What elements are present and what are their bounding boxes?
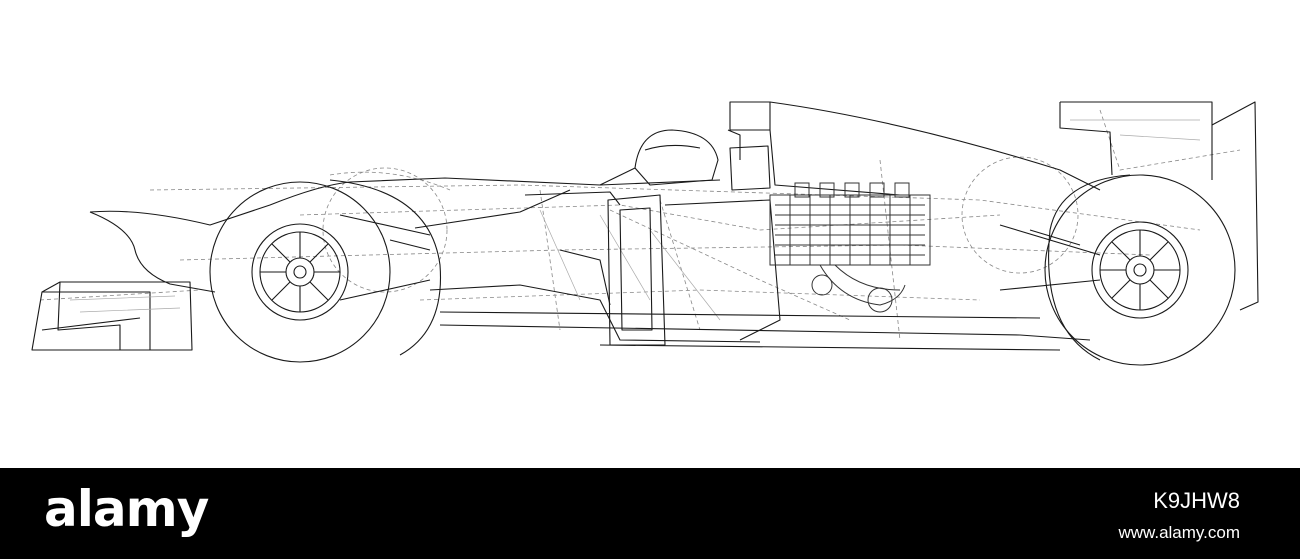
engine-cover bbox=[727, 101, 1101, 196]
hidden-structure-lines bbox=[39, 109, 1241, 341]
cockpit-and-driver bbox=[599, 129, 771, 191]
rear-wheel bbox=[1044, 174, 1236, 366]
floor bbox=[439, 311, 1061, 351]
watermark-brand-logo: alamy bbox=[44, 480, 209, 538]
suspension bbox=[339, 214, 1101, 301]
watermark-url: www.alamy.com bbox=[1118, 523, 1240, 542]
front-wing bbox=[31, 281, 193, 351]
rear-wing bbox=[1059, 101, 1259, 311]
watermark-image-id: K9JHW8 bbox=[1153, 488, 1240, 513]
front-wheel bbox=[209, 179, 442, 363]
wireframe-race-car-illustration bbox=[31, 101, 1259, 366]
engine bbox=[769, 182, 931, 313]
nose-and-chassis bbox=[89, 177, 1091, 343]
sidepod bbox=[607, 194, 781, 346]
watermark-bar: alamy K9JHW8 www.alamy.com bbox=[0, 468, 1300, 559]
